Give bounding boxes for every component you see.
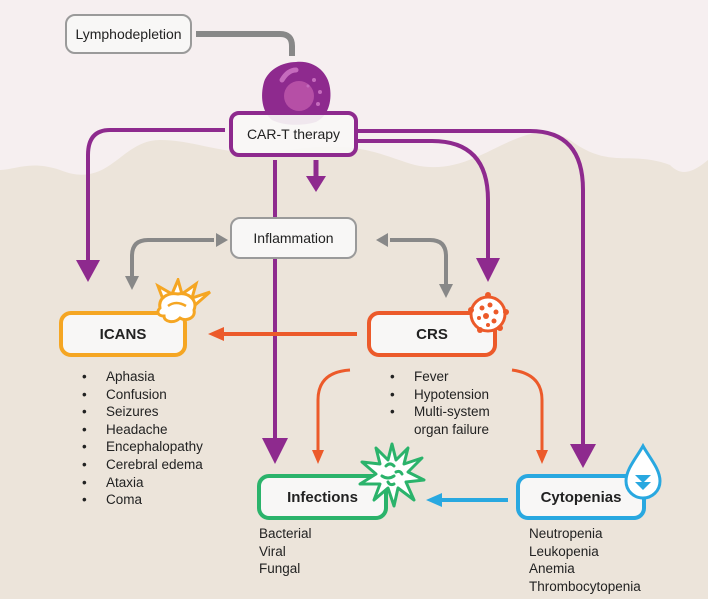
list-item: Encephalopathy <box>78 438 203 456</box>
list-item: Fever <box>386 368 506 386</box>
icans-label: ICANS <box>99 325 147 343</box>
brain-burst-icon <box>155 278 211 324</box>
list-item: Cerebral edema <box>78 456 203 474</box>
cytopenias-node: Cytopenias <box>516 474 646 520</box>
crs-symptom-list: Fever Hypotension Multi-system organ fai… <box>386 368 506 438</box>
list-item: Anemia <box>529 561 575 577</box>
list-item: Headache <box>78 421 203 439</box>
t-cell-icon <box>262 61 331 125</box>
list-item: Viral <box>259 543 286 559</box>
list-item: Thrombocytopenia <box>529 578 641 594</box>
infections-type-list: Bacterial Viral Fungal <box>259 525 312 578</box>
cytopenias-label: Cytopenias <box>540 488 622 506</box>
arrow-crs-cytopenias <box>511 368 544 452</box>
pathogen-burst-icon <box>358 442 426 508</box>
car-t-label: CAR-T therapy <box>246 126 341 142</box>
infections-label: Infections <box>287 488 358 506</box>
inflammation-label: Inflammation <box>253 230 334 246</box>
list-item: Hypotension <box>386 386 506 404</box>
cytokine-cell-icon <box>468 292 509 333</box>
inflammation-node: Inflammation <box>230 217 357 259</box>
blood-drop-icon <box>624 443 662 500</box>
arrow-cart-cytopenias <box>356 129 585 448</box>
crs-label: CRS <box>416 325 448 343</box>
arrow-crs-infections <box>316 368 351 452</box>
arrowhead <box>76 260 100 282</box>
icans-symptom-list: Aphasia Confusion Seizures Headache Ence… <box>78 368 203 509</box>
car-t-node: CAR-T therapy <box>229 111 358 157</box>
arrow-cart-crs <box>356 139 490 262</box>
list-item: Fungal <box>259 561 301 577</box>
list-item: Leukopenia <box>529 543 599 559</box>
list-item: Ataxia <box>78 474 203 492</box>
cytopenias-type-list: Neutropenia Leukopenia Anemia Thrombocyt… <box>529 525 641 595</box>
list-item: Multi-system organ failure <box>386 403 506 438</box>
lymphodepletion-label: Lymphodepletion <box>75 26 182 42</box>
list-item: Bacterial <box>259 526 312 541</box>
lymphodepletion-connector <box>196 31 295 56</box>
list-item: Coma <box>78 491 203 509</box>
arrow-inflammation-icans <box>130 238 214 278</box>
arrow-inflammation-crs <box>390 238 448 286</box>
arrow-cart-icans <box>86 128 225 262</box>
list-item: Neutropenia <box>529 526 603 541</box>
list-item: Confusion <box>78 386 203 404</box>
lymphodepletion-node: Lymphodepletion <box>65 14 192 54</box>
list-item: Aphasia <box>78 368 203 386</box>
list-item: Seizures <box>78 403 203 421</box>
